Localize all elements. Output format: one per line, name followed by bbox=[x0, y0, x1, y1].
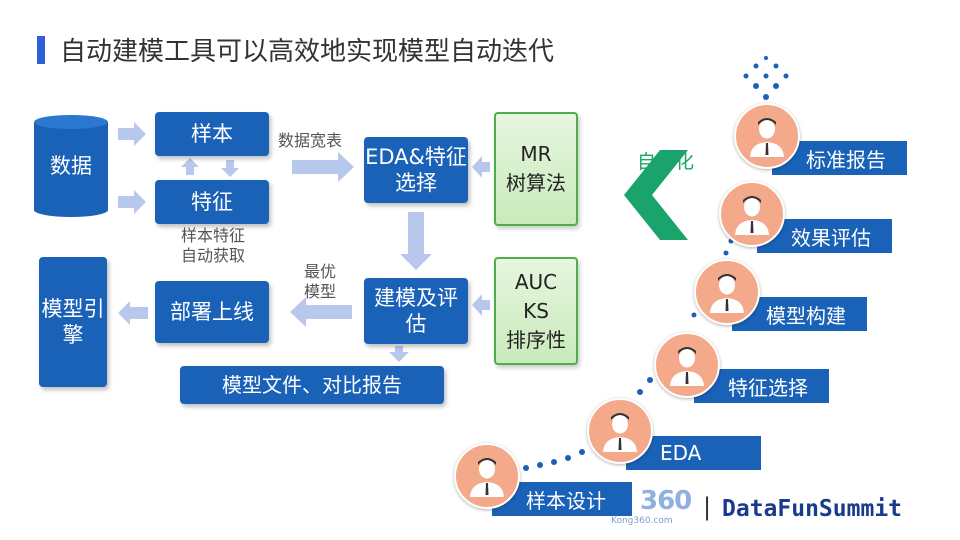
model-file-report-box: 模型文件、对比报告 bbox=[180, 366, 444, 404]
person-avatar-icon bbox=[654, 332, 720, 398]
kong360-logo-subtext: Kong360.com bbox=[611, 516, 673, 526]
arrow-mr-to-eda bbox=[472, 156, 490, 178]
arrow-build-to-report bbox=[389, 346, 409, 362]
person-avatar-icon bbox=[734, 103, 800, 169]
arrow-deploy-to-engine bbox=[118, 301, 148, 325]
arrow-build-to-deploy bbox=[290, 297, 352, 327]
datafunsummit-logo: DataFunSummit bbox=[722, 496, 903, 522]
person-avatar-icon bbox=[694, 259, 760, 325]
arrow-auc-to-build bbox=[472, 294, 490, 316]
data-cylinder bbox=[34, 115, 108, 217]
arrow-sample-to-feature bbox=[221, 160, 239, 177]
step-sample-design: 样本设计 bbox=[492, 482, 632, 516]
arrow-feature-to-sample bbox=[181, 158, 199, 175]
model-engine-box: 模型引擎 bbox=[39, 257, 107, 387]
wide-table-label: 数据宽表 bbox=[278, 131, 343, 150]
build-evaluate-box: 建模及评估 bbox=[364, 278, 468, 344]
page-title: 自动建模工具可以高效地实现模型自动迭代 bbox=[60, 37, 555, 67]
person-avatar-icon bbox=[587, 398, 653, 464]
person-avatar-icon bbox=[719, 181, 785, 247]
logo-divider: | bbox=[703, 493, 712, 521]
kong360-logo: 360 bbox=[640, 486, 692, 516]
arrow-data-to-feature bbox=[118, 190, 146, 214]
arrow-eda-to-build bbox=[400, 212, 432, 270]
data-label: 数据 bbox=[50, 154, 92, 178]
deploy-box: 部署上线 bbox=[155, 281, 269, 343]
person-avatar-icon bbox=[454, 443, 520, 509]
sample-box: 样本 bbox=[155, 112, 269, 156]
step-feature-selection: 特征选择 bbox=[694, 369, 829, 403]
automation-chevron bbox=[624, 150, 688, 240]
auto-feature-label: 样本特征自动获取 bbox=[180, 226, 245, 265]
arrow-widetable-to-eda bbox=[292, 152, 354, 182]
title-accent-bar bbox=[37, 36, 45, 64]
best-model-label: 最优模型 bbox=[303, 262, 336, 301]
feature-box: 特征 bbox=[155, 180, 269, 224]
arrow-data-to-sample bbox=[118, 122, 146, 146]
automation-label: 自动化 bbox=[637, 151, 695, 173]
eda-feature-selection-box: EDA&特征选择 bbox=[364, 137, 468, 203]
